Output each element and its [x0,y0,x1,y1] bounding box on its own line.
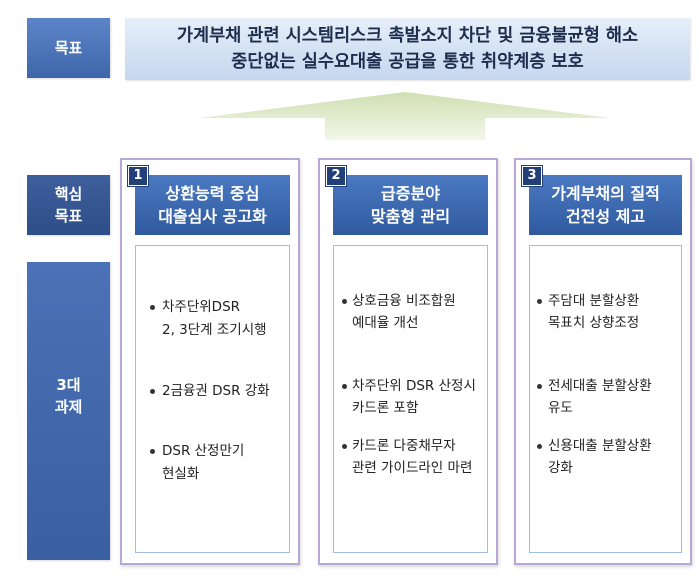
list-item-line: 신용대출 분할상환 [548,438,652,454]
tasks-side-label: 3대 과제 [27,262,110,560]
list-item-line: 카드론 다중채무자 [352,438,456,454]
tasks-label-line: 과제 [54,398,83,416]
bullet-icon [537,299,542,304]
up-arrow-icon [200,92,610,140]
task-header-2: 급증분야 맞춤형 관리 [333,175,488,235]
goal-banner-line: 가계부채 관련 시스템리스크 촉발소지 차단 및 금융불균형 해소 [176,26,639,46]
bullet-icon [150,305,155,310]
task-column-1: 상환능력 중심 대출심사 공고화 1 차주단위DSR 2, 3단계 조기시행 2… [120,158,300,565]
bullet-icon [537,384,542,389]
task-number-badge: 2 [325,165,347,187]
task-title-line: 건전성 제고 [565,207,646,226]
list-item: 2금융권 DSR 강화 [136,380,289,403]
task-detail-box: 차주단위DSR 2, 3단계 조기시행 2금융권 DSR 강화 DSR 산정만기… [135,245,290,553]
list-item-line: 차주단위DSR [162,299,241,315]
task-header-1: 상환능력 중심 대출심사 공고화 [135,175,290,235]
task-column-2: 급증분야 맞춤형 관리 2 상호금융 비조합원 예대율 개선 차주단위 DSR … [318,158,498,565]
bullet-icon [342,384,347,389]
list-item-line: 유도 [548,400,573,416]
goal-side-label-text: 목표 [54,39,83,57]
list-item: 차주단위DSR 2, 3단계 조기시행 [136,296,289,342]
bullet-icon [150,449,155,454]
list-item-line: DSR 산정만기 [162,443,245,459]
goal-banner-line: 중단없는 실수요대출 공급을 통한 취약계층 보호 [231,52,584,72]
core-goal-label-line: 목표 [54,207,83,225]
list-item-line: 목표치 상향조정 [548,315,640,331]
list-item-line: 카드론 포함 [352,400,419,416]
task-title-line: 가계부채의 질적 [551,184,660,203]
list-item-line: 전세대출 분할상환 [548,378,652,394]
core-goal-label-line: 핵심 [54,185,83,203]
list-item-line: 2, 3단계 조기시행 [162,322,267,338]
task-column-3: 가계부채의 질적 건전성 제고 3 주담대 분할상환 목표치 상향조정 전세대출… [514,158,692,565]
list-item-line: 현실화 [162,466,200,482]
tasks-label-line: 3대 [56,376,81,394]
task-number-badge: 3 [521,165,543,187]
list-item: DSR 산정만기 현실화 [136,440,289,486]
task-title-line: 급증분야 [381,184,440,203]
bullet-icon [342,444,347,449]
task-header-3: 가계부채의 질적 건전성 제고 [529,175,682,235]
list-item-line: 강화 [548,460,573,476]
task-title-line: 맞춤형 관리 [370,207,451,226]
list-item-line: 상호금융 비조합원 [352,293,456,309]
bullet-icon [537,444,542,449]
list-item: 주담대 분할상환 목표치 상향조정 [530,290,681,334]
list-item: 카드론 다중채무자 관련 가이드라인 마련 [334,435,487,479]
bullet-icon [342,299,347,304]
list-item-line: 2금융권 DSR 강화 [162,383,270,399]
list-item: 전세대출 분할상환 유도 [530,375,681,419]
list-item-line: 예대율 개선 [352,315,419,331]
list-item-line: 관련 가이드라인 마련 [352,460,473,476]
list-item-line: 차주단위 DSR 산정시 [352,378,476,394]
task-detail-box: 상호금융 비조합원 예대율 개선 차주단위 DSR 산정시 카드론 포함 카드론… [333,245,488,553]
list-item: 차주단위 DSR 산정시 카드론 포함 [334,375,487,419]
list-item: 신용대출 분할상환 강화 [530,435,681,479]
task-title-line: 상환능력 중심 [165,184,260,203]
goal-side-label: 목표 [27,18,110,78]
list-item-line: 주담대 분할상환 [548,293,640,309]
core-goal-side-label: 핵심 목표 [27,175,110,235]
list-item: 상호금융 비조합원 예대율 개선 [334,290,487,334]
task-number-badge: 1 [127,165,149,187]
task-detail-box: 주담대 분할상환 목표치 상향조정 전세대출 분할상환 유도 신용대출 분할상환… [529,245,682,553]
task-title-line: 대출심사 공고화 [158,207,267,226]
bullet-icon [150,389,155,394]
arrow-shape [200,92,610,140]
goal-banner: 가계부채 관련 시스템리스크 촉발소지 차단 및 금융불균형 해소 중단없는 실… [125,18,690,80]
